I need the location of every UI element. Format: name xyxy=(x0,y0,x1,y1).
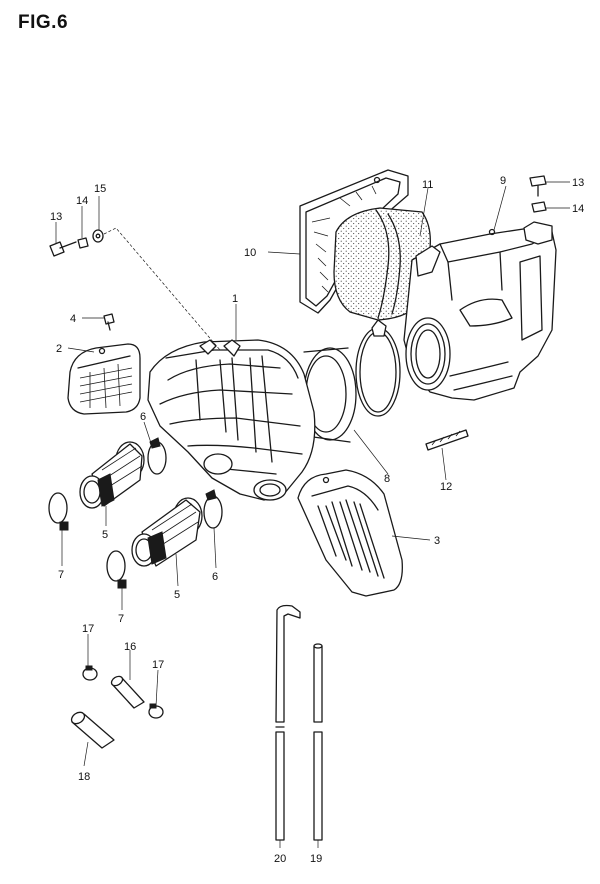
part-5-intake-boot-lower xyxy=(131,497,203,567)
callout-8: 8 xyxy=(384,473,390,485)
part-15-grommet xyxy=(92,229,104,243)
part-6-clamp-lower xyxy=(203,489,223,529)
part-7-clamp-left xyxy=(48,492,69,531)
part-14-washer-right xyxy=(531,201,547,213)
part-1-air-cleaner-main-case xyxy=(147,339,316,501)
callout-11: 11 xyxy=(422,179,433,191)
part-6-clamp-upper xyxy=(147,437,167,475)
callout-4: 4 xyxy=(70,313,76,325)
part-5-intake-boot-upper xyxy=(79,441,145,509)
callout-7-left: 7 xyxy=(58,569,64,581)
callout-5-upper: 5 xyxy=(102,529,108,541)
callout-20: 20 xyxy=(274,853,286,865)
callouts: 1 2 3 4 5 5 6 6 7 7 8 9 10 11 12 13 13 1… xyxy=(50,175,584,865)
callout-13-right: 13 xyxy=(572,177,584,189)
figure-title: FIG.6 xyxy=(18,12,69,33)
callout-17-upper: 17 xyxy=(82,623,94,635)
callout-1: 1 xyxy=(232,293,238,305)
callout-5-lower: 5 xyxy=(174,589,180,601)
part-17-clip-upper xyxy=(82,665,98,681)
callout-10: 10 xyxy=(244,247,256,259)
part-8-band-clamp xyxy=(303,319,401,443)
part-12-seal-strip xyxy=(425,429,469,451)
part-2-side-cover xyxy=(67,343,141,415)
part-3-side-cover xyxy=(297,469,403,597)
callout-3: 3 xyxy=(434,535,440,547)
callout-15: 15 xyxy=(94,183,106,195)
callout-17-lower: 17 xyxy=(152,659,164,671)
part-13-bolt-left xyxy=(49,241,77,257)
callout-2: 2 xyxy=(56,343,62,355)
callout-18: 18 xyxy=(78,771,90,783)
part-9-air-cleaner-case xyxy=(403,221,557,401)
callout-12: 12 xyxy=(440,481,452,493)
leader-lines xyxy=(55,181,570,848)
part-13-bolt-right xyxy=(529,175,547,197)
part-20-drain-tube xyxy=(275,604,301,841)
part-7-clamp-lower xyxy=(106,550,127,589)
part-17-clip-lower xyxy=(148,703,164,719)
callout-6-lower: 6 xyxy=(212,571,218,583)
part-16-short-hose xyxy=(110,675,145,709)
part-19-drain-tube xyxy=(313,643,323,841)
callout-9: 9 xyxy=(500,175,506,187)
callout-13-left: 13 xyxy=(50,211,62,223)
callout-14-right: 14 xyxy=(572,203,584,215)
part-4-screw xyxy=(103,313,115,331)
callout-19: 19 xyxy=(310,853,322,865)
callout-7-lower: 7 xyxy=(118,613,124,625)
callout-6-upper: 6 xyxy=(140,411,146,423)
part-14-washer-left xyxy=(77,237,89,249)
part-18-hose xyxy=(70,711,115,749)
callout-14-left: 14 xyxy=(76,195,88,207)
callout-16: 16 xyxy=(124,641,136,653)
